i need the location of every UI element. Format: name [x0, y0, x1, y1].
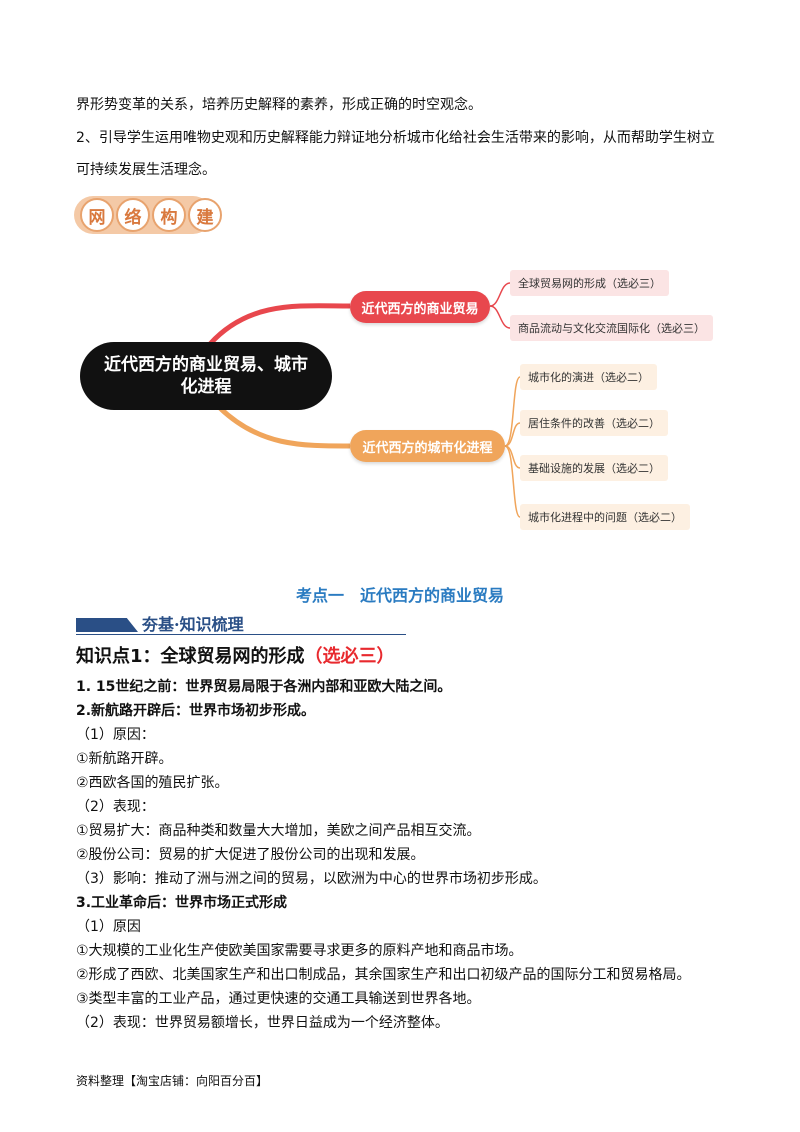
connector-b2-leaf3: [504, 445, 521, 469]
intro-line-3: 可持续发展生活理念。: [76, 162, 216, 178]
body-line: ②形成了西欧、北美国家生产和出口制成品，其余国家生产和出口初级产品的国际分工和贸…: [76, 967, 691, 983]
mindmap-leaf: 居住条件的改善（选必二）: [520, 410, 668, 436]
body-line: ①大规模的工业化生产使欧美国家需要寻求更多的原料产地和商品市场。: [76, 943, 523, 959]
badge-char: 构: [152, 198, 186, 232]
body-line: 2.新航路开辟后：世界市场初步形成。: [76, 703, 316, 719]
mindmap-leaf: 商品流动与文化交流国际化（选必三）: [510, 315, 713, 341]
section-title: 考点一 近代西方的商业贸易: [295, 586, 504, 605]
body-line: ②西欧各国的殖民扩张。: [76, 775, 229, 791]
mindmap-leaf: 城市化进程中的问题（选必二）: [520, 504, 690, 530]
kp-title-tag: （选必三）: [304, 646, 395, 667]
connector-central-branch2: [218, 406, 351, 449]
mindmap-leaf: 全球贸易网的形成（选必三）: [510, 270, 669, 296]
connector-b1-leaf2: [489, 305, 511, 329]
body-line: （1）原因：: [76, 727, 155, 743]
body-line: （2）表现：世界贸易额增长，世界日益成为一个经济整体。: [76, 1015, 449, 1031]
badge-char: 网: [80, 198, 114, 232]
body-line: ③类型丰富的工业产品，通过更快速的交通工具输送到世界各地。: [76, 991, 481, 1007]
badge-char: 络: [116, 198, 150, 232]
body-line: （1）原因: [76, 919, 141, 935]
kp-title-main: 知识点1：全球贸易网的形成: [76, 646, 305, 667]
mindmap-central-node: 近代西方的商业贸易、城市化进程: [80, 342, 332, 410]
mindmap-leaf: 城市化的演进（选必二）: [520, 364, 657, 390]
network-badge: 网 络 构 建: [74, 196, 222, 238]
knowledge-banner: 夯基·知识梳理: [76, 614, 406, 636]
knowledge-point-title: 知识点1：全球贸易网的形成（选必三）: [76, 645, 395, 669]
body-line: ①新航路开辟。: [76, 751, 173, 767]
mindmap-branch-trade: 近代西方的商业贸易: [350, 291, 490, 323]
body-line: 1. 15世纪之前：世界贸易局限于各洲内部和亚欧大陆之间。: [76, 679, 452, 695]
mindmap-leaf: 基础设施的发展（选必二）: [520, 455, 668, 481]
mindmap-connectors: [208, 282, 521, 518]
body-line: （2）表现：: [76, 799, 155, 815]
banner-bar-icon: [76, 618, 138, 632]
body-line: ②股份公司：贸易的扩大促进了股份公司的出现和发展。: [76, 847, 425, 863]
mindmap-branch-urbanization: 近代西方的城市化进程: [350, 430, 505, 462]
intro-line-1: 界形势变革的关系，培养历史解释的素养，形成正确的时空观念。: [76, 97, 482, 113]
footer-source: 资料整理【淘宝店铺：向阳百分百】: [76, 1074, 269, 1088]
body-line: （3）影响：推动了洲与洲之间的贸易，以欧洲为中心的世界市场初步形成。: [76, 871, 547, 887]
banner-text: 夯基·知识梳理: [142, 615, 244, 634]
intro-line-2: 2、引导学生运用唯物史观和历史解释能力辩证地分析城市化给社会生活带来的影响，从而…: [76, 130, 715, 146]
connector-b2-leaf4: [504, 445, 521, 518]
badge-char: 建: [188, 198, 222, 232]
connector-b2-leaf1: [504, 376, 521, 447]
connector-central-branch1: [208, 303, 351, 346]
connector-b1-leaf1: [489, 282, 511, 307]
connector-b2-leaf2: [504, 422, 521, 447]
body-line: 3.工业革命后：世界市场正式形成: [76, 895, 288, 911]
body-line: ①贸易扩大：商品种类和数量大大增加，美欧之间产品相互交流。: [76, 823, 481, 839]
